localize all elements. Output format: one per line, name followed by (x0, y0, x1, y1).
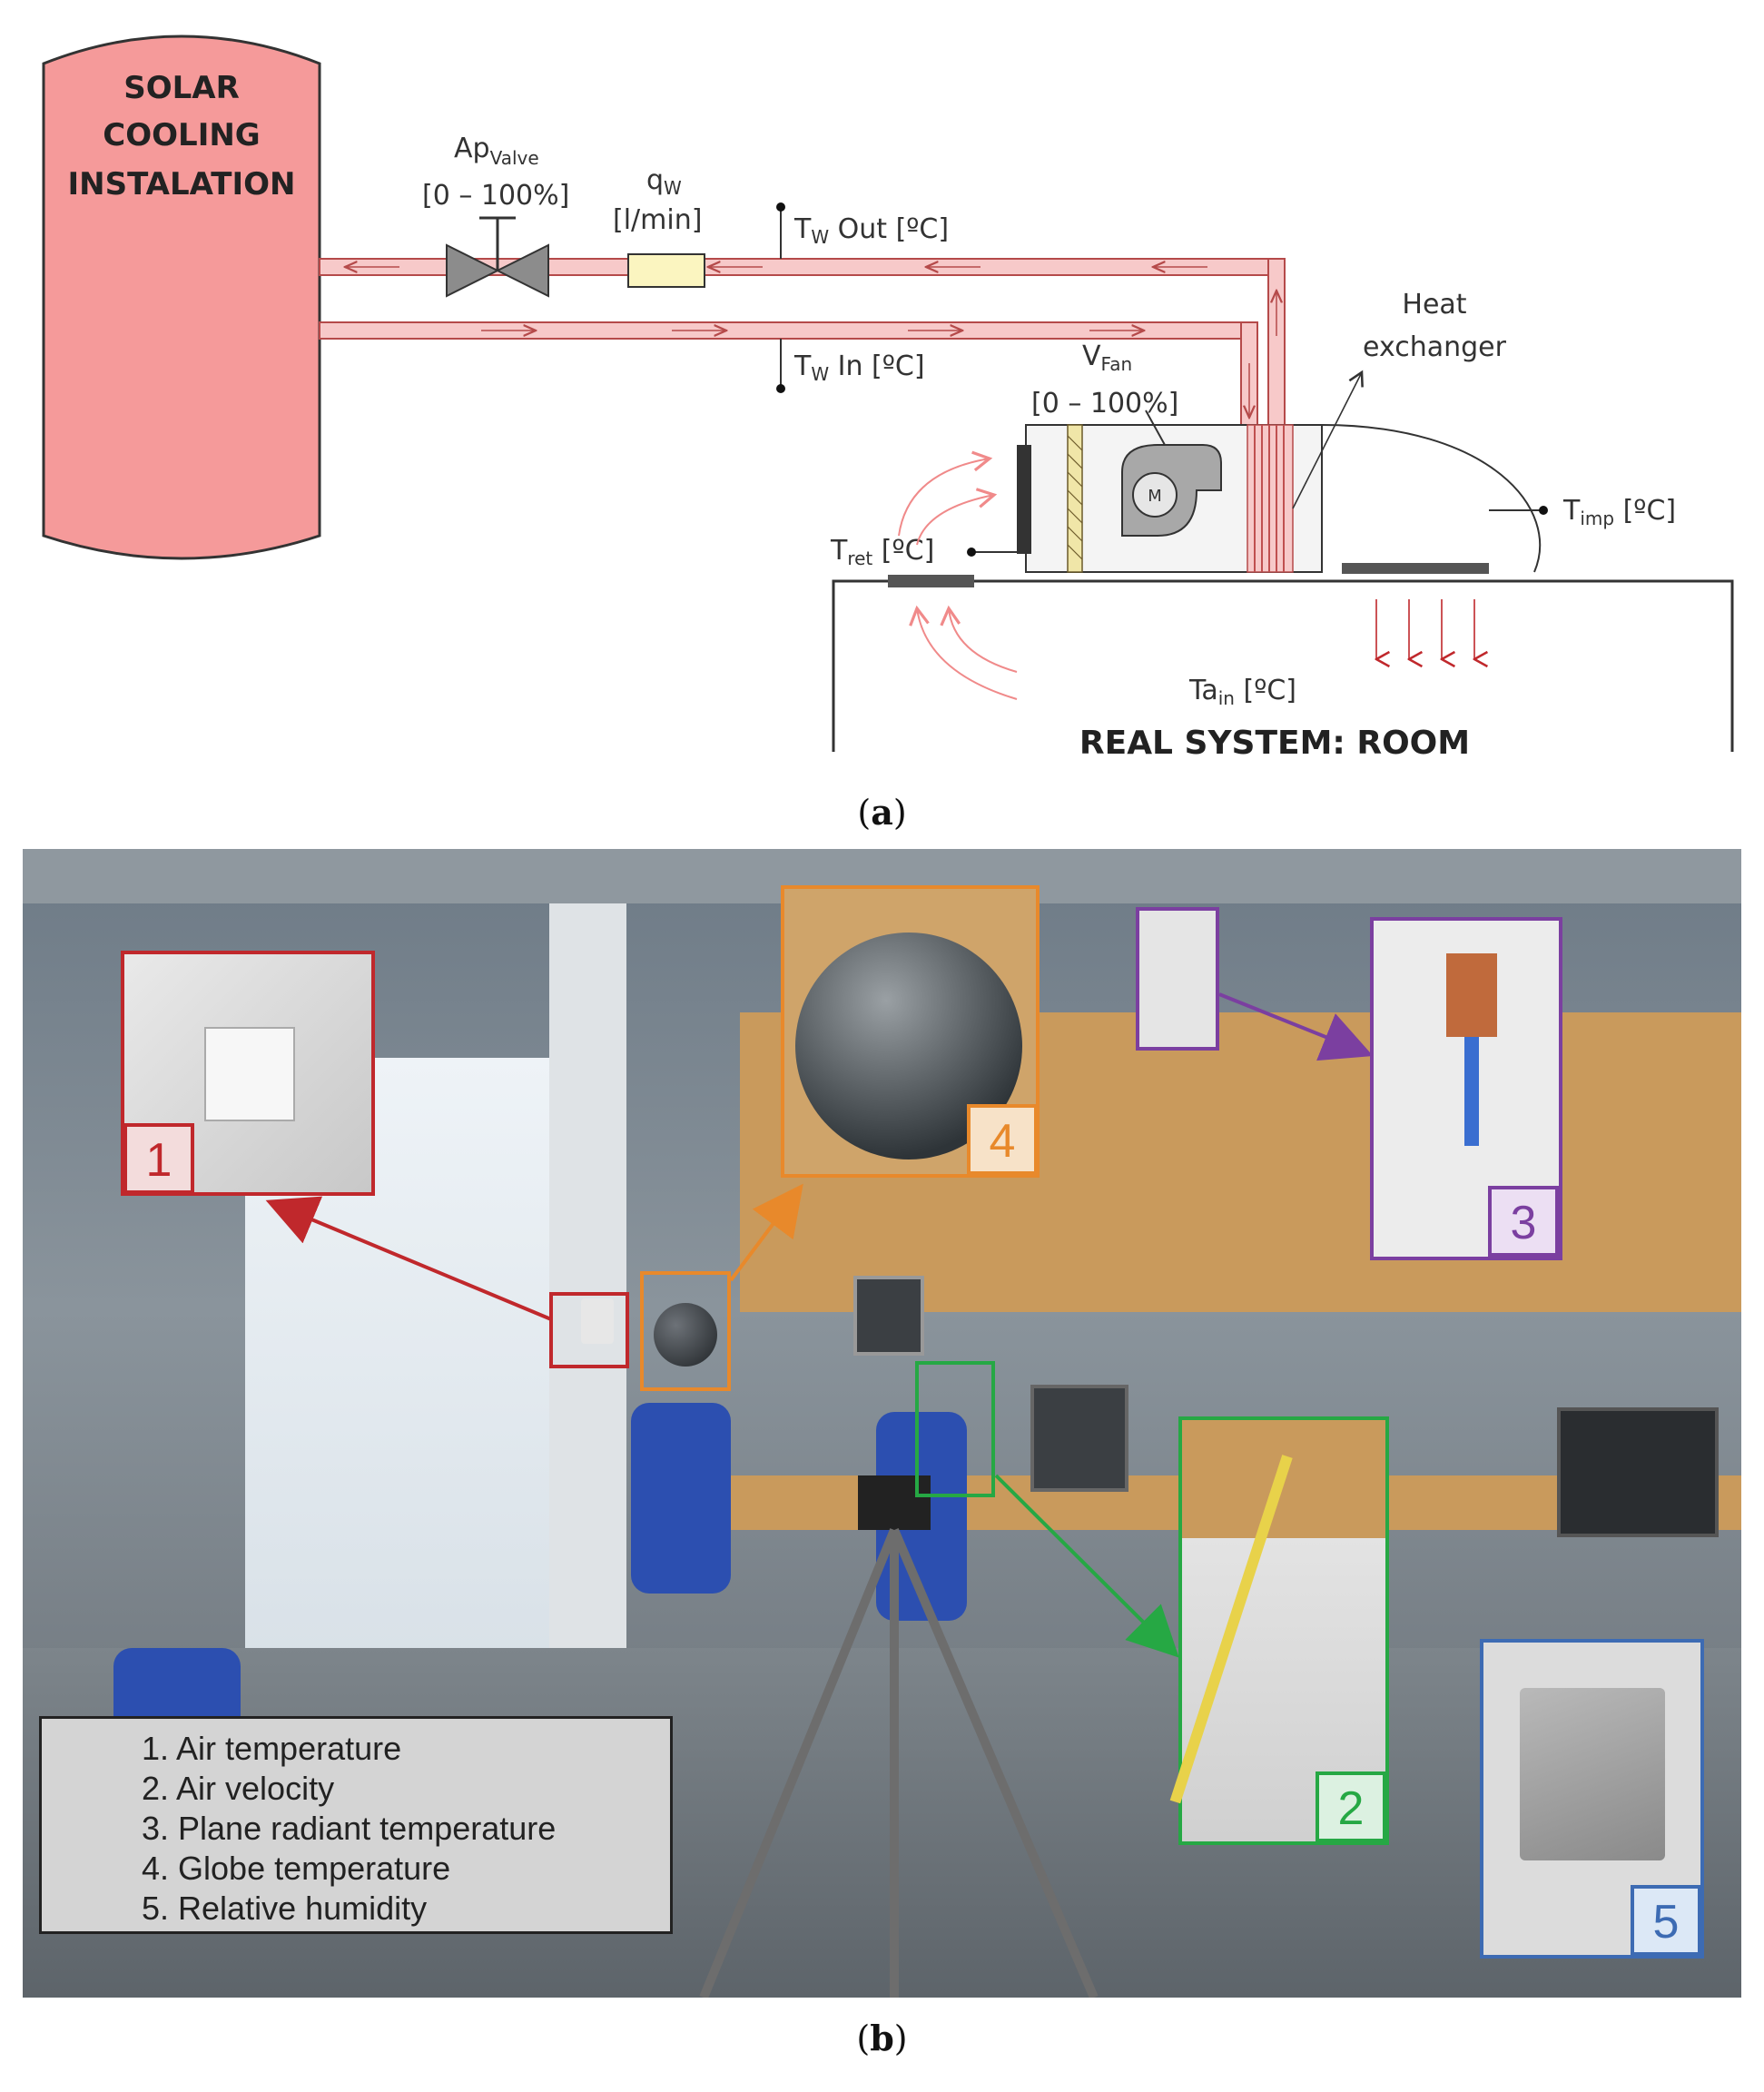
caption-b-letter: b (870, 2018, 894, 2058)
flow-meter: qW [l/min] (613, 164, 705, 288)
legend-item-1: 1. Air temperature (142, 1730, 402, 1767)
supply-pipe (319, 321, 1258, 573)
marker-5: 5 (1631, 1885, 1701, 1956)
svg-text:Tain [ºC]: Tain [ºC] (1188, 675, 1296, 709)
fan-label-sub: Fan (1101, 353, 1133, 375)
t-ret-sub: ret (847, 548, 872, 569)
caption-a: (a) (857, 792, 907, 833)
legend-item-4: 4. Globe temperature (142, 1850, 451, 1887)
marker-box-radiant-sensor (1136, 907, 1219, 1051)
legend-item-5: 5. Relative humidity (142, 1890, 428, 1927)
marker-box-anemometer (915, 1361, 995, 1497)
room-outline: Tain [ºC] REAL SYSTEM: ROOM (832, 575, 1734, 762)
tw-in-rest: In [ºC] (829, 350, 924, 382)
fan-label-main: V (1082, 340, 1101, 372)
monitor-back (853, 1276, 924, 1356)
ta-in-main: Ta (1188, 675, 1218, 706)
marker-4: 4 (967, 1104, 1038, 1175)
svg-text:VFan: VFan (1082, 340, 1132, 375)
radiant-probe (1464, 1037, 1479, 1146)
tank-label-line1: SOLAR (123, 70, 240, 106)
tw-out-rest: Out [ºC] (829, 213, 949, 245)
legend-item-2: 2. Air velocity (142, 1770, 335, 1807)
fan-range: [0 – 100%] (1031, 388, 1178, 419)
anemometer-probe (1169, 1455, 1293, 1804)
valve-symbol: ApValve [0 – 100%] (422, 133, 569, 298)
valve-range: [0 – 100%] (422, 180, 569, 212)
flow-label-sub: W (664, 177, 682, 199)
legend-item-3: 3. Plane radiant temperature (142, 1810, 557, 1847)
t-ret-rest: [ºC] (872, 535, 934, 567)
radiant-pad (1446, 953, 1497, 1037)
chair-left (631, 1403, 731, 1594)
t-imp-rest: [ºC] (1614, 495, 1676, 527)
room-label: REAL SYSTEM: ROOM (1079, 725, 1470, 762)
svg-text:ApValve: ApValve (454, 133, 539, 169)
t-imp-sub: imp (1580, 508, 1614, 529)
monitor-mid (1030, 1385, 1128, 1492)
tw-in-sub: W (811, 363, 829, 385)
tripod (699, 1475, 1099, 1998)
solar-cooling-tank: SOLAR COOLING INSTALATION (42, 35, 321, 560)
marker-box-air-temp-sensor (549, 1292, 629, 1368)
tank-label-line3: INSTALATION (68, 166, 296, 202)
fan-coil-unit: M VFan [0 – 100%] Heat exchanger Timp [º… (830, 289, 1676, 700)
lab-photo: 1 4 3 2 5 1. Air temperature 2. Air velo… (23, 849, 1741, 1998)
humidity-sensor-body (1520, 1688, 1665, 1860)
marker-box-globe (640, 1271, 731, 1391)
hvac-schematic-diagram: SOLAR COOLING INSTALATION ApValve [0 – 1… (42, 35, 1734, 762)
inset-air-temperature (121, 951, 375, 1196)
heat-exchanger-line1: Heat (1402, 289, 1466, 321)
tw-out-main: T (793, 213, 812, 245)
tw-out-sensor: TW Out [ºC] (776, 202, 949, 259)
svg-text:TW In [ºC]: TW In [ºC] (793, 350, 925, 385)
tw-out-sub: W (811, 226, 829, 248)
connector-arrows (265, 992, 1374, 1658)
caption-b: (b) (856, 2018, 908, 2058)
t-imp-main: T (1562, 495, 1581, 527)
svg-text:qW: qW (646, 164, 682, 199)
motor-label: M (1148, 487, 1162, 506)
hanging-globe (654, 1303, 717, 1367)
tank-label-line2: COOLING (103, 117, 260, 153)
valve-label-sub: Valve (490, 147, 539, 169)
sensor-legend: 1. Air temperature 2. Air velocity 3. Pl… (39, 1716, 673, 1934)
svg-text:Tret [ºC]: Tret [ºC] (830, 535, 934, 569)
ta-in-rest: [ºC] (1235, 675, 1296, 706)
flow-unit: [l/min] (613, 204, 702, 236)
tw-in-sensor: TW In [ºC] (776, 339, 925, 393)
tw-in-main: T (793, 350, 812, 382)
wall-sensor (581, 1298, 614, 1344)
monitor-right (1557, 1407, 1719, 1537)
flow-label-main: q (646, 164, 664, 196)
ta-in-sub: in (1218, 687, 1235, 709)
svg-text:Timp [ºC]: Timp [ºC] (1562, 495, 1676, 529)
caption-a-letter: a (871, 792, 893, 833)
marker-3: 3 (1488, 1186, 1559, 1257)
marker-2: 2 (1316, 1771, 1386, 1842)
heat-exchanger-line2: exchanger (1363, 331, 1507, 363)
terminal-block (204, 1027, 295, 1121)
marker-1: 1 (123, 1123, 194, 1194)
valve-label-main: Ap (454, 133, 490, 164)
svg-text:TW Out [ºC]: TW Out [ºC] (793, 213, 949, 248)
t-ret-main: T (830, 535, 848, 567)
